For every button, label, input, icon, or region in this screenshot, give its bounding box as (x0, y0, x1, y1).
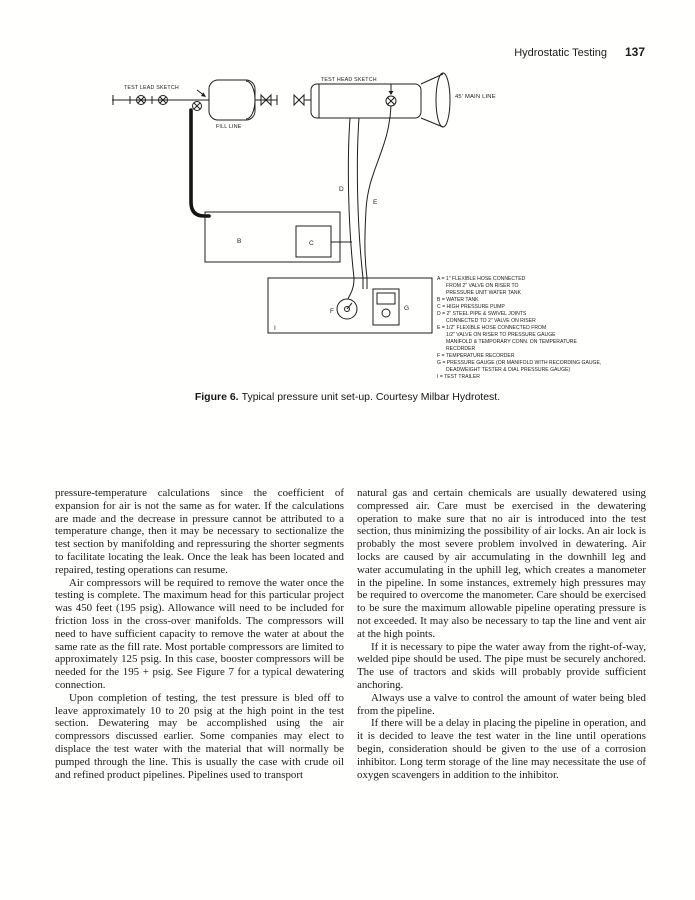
legend-line: A = 1" FLEXIBLE HOSE CONNECTED (437, 276, 526, 282)
legend-line: DEADWEIGHT TESTER & DIAL PRESSURE GAUGE) (446, 367, 570, 373)
figure-caption: Figure 6.Typical pressure unit set-up. C… (0, 391, 695, 403)
legend-line: 1/2" VALVE ON RISER TO PRESSURE GAUGE (446, 332, 556, 338)
paragraph: Upon completion of testing, the test pre… (55, 691, 344, 781)
figure-diagram: TEST LEAD SKETCH (112, 72, 601, 380)
test-head-label: TEST HEAD SKETCH (321, 77, 377, 83)
main-line-open-end (435, 72, 451, 128)
gauge-hose (364, 105, 392, 279)
page-number: 137 (624, 45, 645, 59)
riser-pipe (347, 117, 355, 279)
main-line-label: 45' MAIN LINE (455, 94, 496, 100)
legend-line: B = WATER TANK (437, 297, 479, 303)
water-tank (204, 211, 341, 263)
test-trailer (267, 277, 433, 334)
valve-icon (136, 95, 146, 105)
test-lead-label: TEST LEAD SKETCH (124, 85, 179, 91)
figure-caption-text: Typical pressure unit set-up. Courtesy M… (241, 391, 501, 403)
riser-pipe (356, 117, 364, 279)
label-i: I (274, 325, 276, 332)
legend-line: D = 2" STEEL PIPE & SWIVEL JOINTS (437, 311, 527, 317)
paragraph: If there will be a delay in placing the … (357, 717, 646, 781)
legend-line: I = TEST TRAILER (437, 374, 480, 380)
test-lead-assembly: TEST LEAD SKETCH (112, 79, 278, 218)
test-head-assembly: TEST HEAD SKETCH 45' MAIN LINE D E (293, 72, 496, 279)
right-column: natural gas and certain chemicals are us… (357, 487, 646, 781)
legend-line: C = HIGH PRESSURE PUMP (437, 304, 505, 310)
test-head-cylinder (310, 83, 422, 119)
gate-valve-icon (293, 93, 305, 107)
paragraph: Air compressors will be required to remo… (55, 576, 344, 691)
legend-line: G = PRESSURE GAUGE (OR MANIFOLD WITH REC… (437, 360, 601, 366)
fill-hose (189, 108, 211, 218)
page-header: Hydrostatic Testing 137 (0, 45, 645, 59)
left-column: pressure-temperature calculations since … (55, 487, 344, 781)
valve-icon (158, 95, 168, 105)
paragraph: pressure-temperature calculations since … (55, 487, 344, 576)
label-c: C (309, 240, 314, 247)
label-b: B (237, 238, 241, 245)
legend-line: MANIFOLD & TEMPORARY CONN. ON TEMPERATUR… (446, 339, 577, 345)
temperature-recorder-dial (336, 298, 358, 320)
water-tank-group: B C (204, 211, 352, 263)
running-head: Hydrostatic Testing (514, 47, 607, 59)
figure-caption-label: Figure 6. (194, 391, 239, 403)
paragraph: Always use a valve to control the amount… (357, 691, 646, 717)
label-f: F (330, 308, 334, 315)
label-d: D (339, 186, 344, 193)
legend-line: CONNECTED TO 2" VALVE ON RISER (446, 318, 536, 324)
fill-line-label: FILL LINE (216, 124, 242, 130)
valve-icon (385, 95, 397, 107)
pressure-gauge-manifold (372, 288, 400, 326)
gate-valve-icon (260, 93, 272, 107)
legend-line: E = 1/2" FLEXIBLE HOSE CONNECTED FROM (437, 325, 546, 331)
valve-icon (192, 101, 202, 111)
label-e: E (373, 199, 378, 206)
legend-line: FROM 2" VALVE ON RISER TO (446, 283, 519, 289)
test-trailer-group: F G I (267, 277, 433, 334)
legend-line: F = TEMPERATURE RECORDER (437, 353, 515, 359)
paragraph: natural gas and certain chemicals are us… (357, 487, 646, 640)
legend-line: PRESSURE UNIT WATER TANK (446, 290, 522, 296)
figure-legend: A = 1" FLEXIBLE HOSE CONNECTED FROM 2" V… (437, 276, 601, 380)
lead-cylinder (208, 79, 256, 121)
legend-line: RECORDER (446, 346, 475, 352)
label-g: G (404, 305, 409, 312)
paragraph: If it is necessary to pipe the water awa… (357, 640, 646, 691)
